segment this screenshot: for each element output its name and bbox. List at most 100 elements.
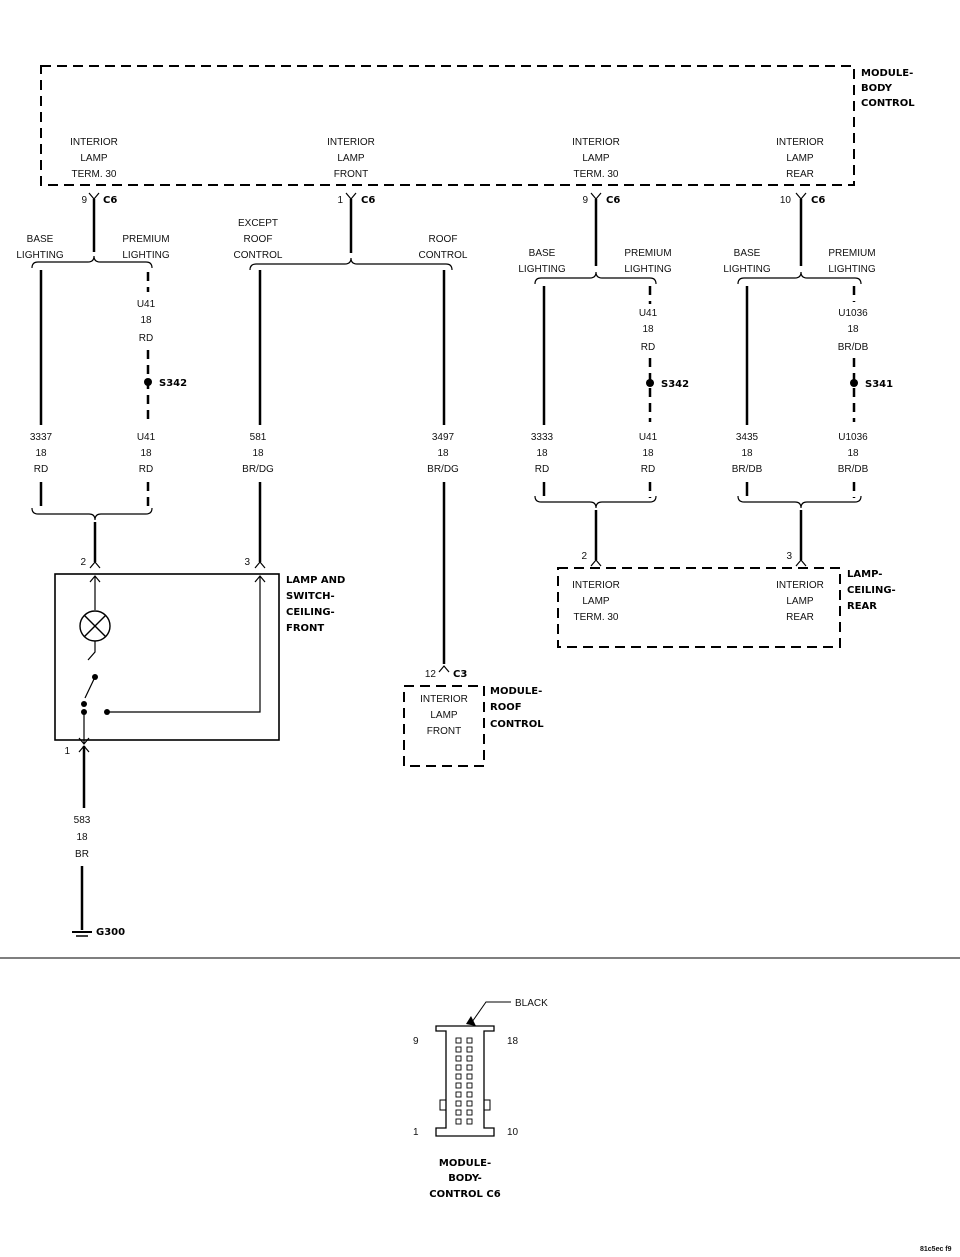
svg-text:18: 18 xyxy=(437,448,449,459)
svg-text:REAR: REAR xyxy=(786,169,814,180)
splice-label-s341: S341 xyxy=(865,379,893,390)
svg-text:18: 18 xyxy=(642,324,654,335)
branch-label-premium: PREMIUM LIGHTING xyxy=(624,248,671,275)
svg-text:3497: 3497 xyxy=(432,432,455,443)
pin-number: 9 xyxy=(81,195,87,206)
connector-c6: C6 xyxy=(103,195,117,206)
svg-text:LAMP: LAMP xyxy=(582,596,610,607)
wire-label-u41-upper: U41 18 RD xyxy=(639,308,658,353)
svg-text:LIGHTING: LIGHTING xyxy=(624,264,671,275)
svg-text:BR/DG: BR/DG xyxy=(427,464,459,475)
svg-text:BR/DG: BR/DG xyxy=(242,464,274,475)
splice-label-s342: S342 xyxy=(661,379,689,390)
svg-text:LAMP: LAMP xyxy=(786,153,814,164)
wire-label-u41-upper: U41 18 RD xyxy=(137,299,156,344)
wire-label-3333: 3333 18 RD xyxy=(531,432,554,475)
svg-text:LAMP-: LAMP- xyxy=(847,569,882,580)
pin-number: 3 xyxy=(786,551,792,562)
pin-label-interior-lamp-rear: INTERIOR LAMP REAR xyxy=(776,137,824,180)
connector-title-3: CONTROL C6 xyxy=(429,1189,500,1200)
svg-text:FRONT: FRONT xyxy=(427,726,461,737)
svg-text:BR/DB: BR/DB xyxy=(838,342,869,353)
splice-dot-s342 xyxy=(646,379,654,387)
svg-text:LIGHTING: LIGHTING xyxy=(122,250,169,261)
svg-text:FRONT: FRONT xyxy=(286,623,324,634)
ground-circuit: 1 583 18 BR G300 xyxy=(64,745,125,938)
pin-9-label: 9 xyxy=(413,1036,419,1047)
svg-text:LIGHTING: LIGHTING xyxy=(723,264,770,275)
svg-text:ROOF: ROOF xyxy=(244,234,273,245)
svg-text:PREMIUM: PREMIUM xyxy=(828,248,875,259)
body-control-title-3: CONTROL xyxy=(861,98,915,109)
svg-text:U1036: U1036 xyxy=(838,432,868,443)
svg-text:LAMP: LAMP xyxy=(786,596,814,607)
figure-id: 81c5ec f9 xyxy=(920,1246,952,1253)
svg-text:ROOF: ROOF xyxy=(429,234,458,245)
branch-label-roof: ROOF CONTROL xyxy=(419,234,468,261)
pointer-arrow-icon xyxy=(466,1016,476,1026)
wire-label-583: 583 18 BR xyxy=(74,815,91,860)
wire-label-3337: 3337 18 RD xyxy=(30,432,53,475)
branch-label-premium: PREMIUM LIGHTING xyxy=(122,234,169,261)
svg-text:TERM. 30: TERM. 30 xyxy=(573,169,618,180)
circuit-term30-rear: 9 C6 BASE LIGHTING PREMIUM LIGHTING 3333… xyxy=(518,192,689,567)
switch-icon xyxy=(81,674,110,715)
svg-text:BR: BR xyxy=(75,849,89,860)
pin-1-label: 1 xyxy=(413,1127,419,1138)
splice-dot-s342 xyxy=(144,378,152,386)
svg-text:CONTROL: CONTROL xyxy=(419,250,468,261)
svg-text:MODULE-: MODULE- xyxy=(490,686,542,697)
svg-text:3435: 3435 xyxy=(736,432,759,443)
pin-number: 2 xyxy=(80,557,86,568)
branch-label-base: BASE LIGHTING xyxy=(518,248,565,275)
pin-label-interior-lamp-term30-2: INTERIOR LAMP TERM. 30 xyxy=(572,137,620,180)
wire-label-3435: 3435 18 BR/DB xyxy=(732,432,763,475)
pin-number: 2 xyxy=(581,551,587,562)
connector-c6: C6 xyxy=(606,195,620,206)
svg-text:TERM. 30: TERM. 30 xyxy=(71,169,116,180)
connector-title-1: MODULE- xyxy=(439,1158,491,1169)
svg-text:LAMP: LAMP xyxy=(337,153,365,164)
roof-control-module: INTERIOR LAMP FRONT MODULE- ROOF CONTROL xyxy=(403,685,544,767)
svg-text:18: 18 xyxy=(252,448,264,459)
wire-label-581: 581 18 BR/DG xyxy=(242,432,274,475)
svg-text:EXCEPT: EXCEPT xyxy=(238,218,278,229)
pin-number: 10 xyxy=(780,195,792,206)
svg-text:3333: 3333 xyxy=(531,432,554,443)
svg-text:LAMP: LAMP xyxy=(582,153,610,164)
branch-label-base: BASE LIGHTING xyxy=(723,248,770,275)
svg-text:INTERIOR: INTERIOR xyxy=(420,694,468,705)
wire-label-3497: 3497 18 BR/DG xyxy=(427,432,459,475)
svg-text:583: 583 xyxy=(74,815,91,826)
wire-label-u1036-upper: U1036 18 BR/DB xyxy=(838,308,869,353)
svg-text:U41: U41 xyxy=(137,432,156,443)
connector-title-2: BODY- xyxy=(448,1173,482,1184)
svg-text:581: 581 xyxy=(250,432,267,443)
svg-text:BASE: BASE xyxy=(529,248,556,259)
ground-label-g300: G300 xyxy=(96,927,125,938)
body-control-title-2: BODY xyxy=(861,83,893,94)
branch-label-except-roof: EXCEPT ROOF CONTROL xyxy=(234,218,283,261)
svg-text:CEILING-: CEILING- xyxy=(847,585,896,596)
svg-text:RD: RD xyxy=(641,342,655,353)
connector-c6: C6 xyxy=(361,195,375,206)
connector-color-label: BLACK xyxy=(515,998,548,1009)
lamp-switch-ceiling-front: LAMP AND SWITCH- CEILING- FRONT xyxy=(54,573,345,745)
wire-label-u1036-lower: U1036 18 BR/DB xyxy=(838,432,869,475)
svg-text:18: 18 xyxy=(76,832,88,843)
svg-text:18: 18 xyxy=(847,448,859,459)
svg-text:18: 18 xyxy=(642,448,654,459)
svg-text:INTERIOR: INTERIOR xyxy=(572,580,620,591)
svg-text:18: 18 xyxy=(35,448,47,459)
pin-label-interior-lamp-front: INTERIOR LAMP FRONT xyxy=(327,137,375,180)
svg-text:PREMIUM: PREMIUM xyxy=(122,234,169,245)
svg-text:TERM. 30: TERM. 30 xyxy=(573,612,618,623)
ground-icon xyxy=(72,931,92,937)
svg-text:INTERIOR: INTERIOR xyxy=(572,137,620,148)
svg-text:LAMP AND: LAMP AND xyxy=(286,575,345,586)
svg-text:18: 18 xyxy=(847,324,859,335)
svg-text:BASE: BASE xyxy=(27,234,54,245)
body-control-module: MODULE- BODY CONTROL INTERIOR LAMP TERM.… xyxy=(40,65,915,186)
svg-text:U41: U41 xyxy=(639,308,658,319)
